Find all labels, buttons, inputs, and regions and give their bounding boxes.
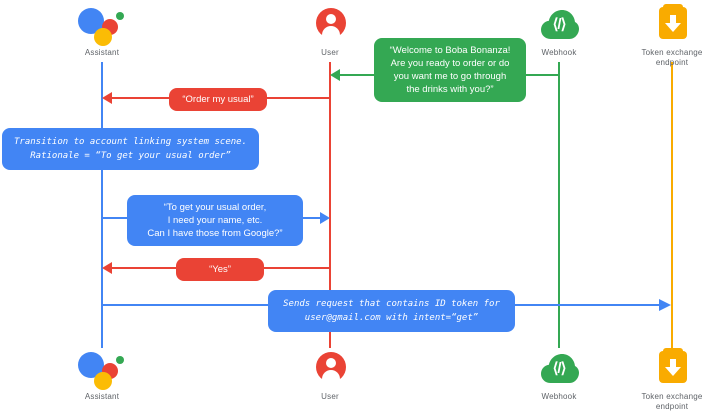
message-bubble-welcome[interactable]: “Welcome to Boba Bonanza! Are you ready … xyxy=(374,38,526,102)
actor-label-user: User xyxy=(321,48,339,57)
arrow-order-usual-head xyxy=(102,92,112,104)
actor-user-top[interactable]: User xyxy=(270,4,390,58)
lifeline-token-endpoint xyxy=(671,62,673,348)
actor-webhook-bottom[interactable]: ⟨/⟩ Webhook xyxy=(499,348,619,402)
download-box-icon xyxy=(644,4,700,46)
cloud-shape xyxy=(541,354,579,383)
actor-label-assistant: Assistant xyxy=(84,48,120,57)
user-avatar-icon xyxy=(302,348,358,390)
lifeline-user xyxy=(329,62,331,348)
message-bubble-yes[interactable]: “Yes” xyxy=(176,258,264,281)
actor-token-endpoint-top[interactable]: Token exchange endpoint xyxy=(612,4,725,68)
code-brackets-glyph: ⟨/⟩ xyxy=(552,16,567,33)
actor-label-token-endpoint: Token exchange endpoint xyxy=(641,48,703,67)
user-avatar-icon xyxy=(302,4,358,46)
actor-label-assistant: Assistant xyxy=(84,392,120,401)
message-bubble-order-usual[interactable]: “Order my usual” xyxy=(169,88,267,111)
google-assistant-icon xyxy=(74,4,130,46)
actor-assistant-bottom[interactable]: Assistant xyxy=(42,348,162,402)
code-brackets-glyph: ⟨/⟩ xyxy=(552,360,567,377)
lifeline-assistant xyxy=(101,62,103,348)
download-box-icon xyxy=(644,348,700,390)
cloud-code-icon: ⟨/⟩ xyxy=(531,4,587,46)
message-note-sends-request[interactable]: Sends request that contains ID token for… xyxy=(268,290,515,332)
message-note-transition[interactable]: Transition to account linking system sce… xyxy=(2,128,259,170)
arrow-need-name-head xyxy=(320,212,330,224)
arrow-yes-head xyxy=(102,262,112,274)
lifeline-webhook xyxy=(558,62,560,348)
cloud-code-icon: ⟨/⟩ xyxy=(531,348,587,390)
arrow-sends-request-head xyxy=(659,299,671,311)
message-bubble-need-name[interactable]: “To get your usual order, I need your na… xyxy=(127,195,303,246)
actor-token-endpoint-bottom[interactable]: Token exchange endpoint xyxy=(612,348,725,412)
actor-user-bottom[interactable]: User xyxy=(270,348,390,402)
google-assistant-icon xyxy=(74,348,130,390)
actor-label-webhook: Webhook xyxy=(541,48,577,57)
cloud-shape xyxy=(541,10,579,39)
actor-assistant-top[interactable]: Assistant xyxy=(42,4,162,58)
actor-label-user: User xyxy=(321,392,339,401)
actor-label-token-endpoint: Token exchange endpoint xyxy=(641,392,703,411)
actor-label-webhook: Webhook xyxy=(541,392,577,401)
actor-webhook-top[interactable]: ⟨/⟩ Webhook xyxy=(499,4,619,58)
arrow-welcome-head xyxy=(330,69,340,81)
